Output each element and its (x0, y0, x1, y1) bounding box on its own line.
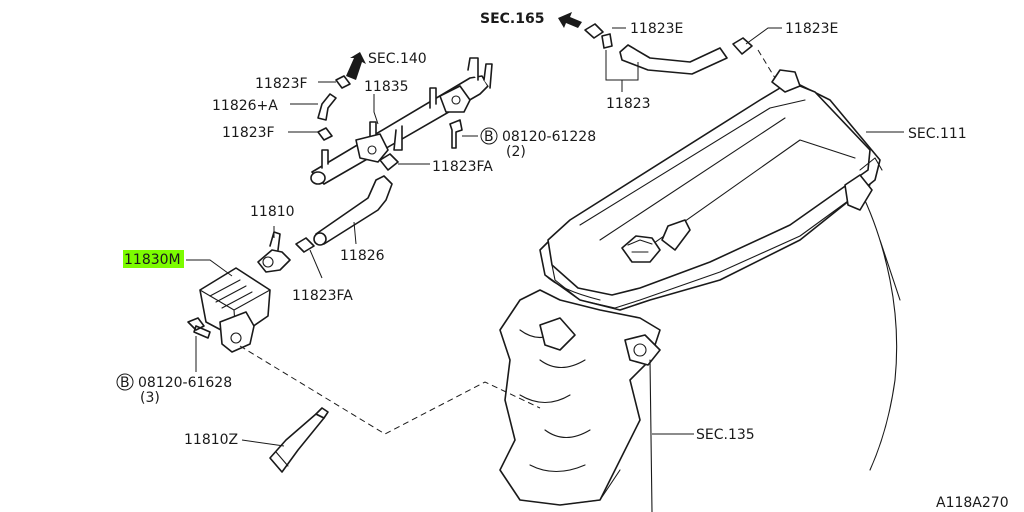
label-bolt1-number[interactable]: 08120-61228 (502, 129, 596, 145)
pcv-group (187, 231, 315, 353)
label-11823[interactable]: 11823 (606, 96, 651, 112)
rocker-cover-flange (544, 274, 651, 311)
clamp-11823F-b (317, 127, 333, 141)
label-sec165[interactable]: SEC.165 (480, 11, 544, 27)
engine-rear-outline (859, 189, 901, 471)
sealant-group (269, 407, 329, 473)
label-bolt1-b: B (484, 129, 494, 145)
block-ribs (519, 329, 591, 473)
label-bolt2-qty: (3) (140, 390, 160, 406)
pipe-stub-1 (467, 57, 479, 81)
leader-11823E-b (745, 27, 782, 45)
rocker-cover-ridge (579, 99, 856, 261)
pipe-stub-5 (393, 125, 403, 151)
leader-11810Z (241, 439, 285, 447)
pipe-bracket-2 (355, 133, 389, 163)
sealant-tube-crimp (269, 451, 289, 473)
sealant-tube-nozzle (315, 407, 329, 419)
label-11823F-a[interactable]: 11823F (255, 76, 308, 92)
hose-11826 (315, 175, 393, 245)
block-rear-line (649, 359, 653, 512)
label-bolt2-number[interactable]: 08120-61628 (138, 375, 232, 391)
bracket-hole-1 (451, 95, 461, 105)
hose-11823-leader (605, 50, 639, 92)
dash-hose-to-head (757, 49, 776, 79)
label-11826A[interactable]: 11826+A (212, 98, 278, 114)
breather-hose-group (558, 12, 776, 92)
label-sec140[interactable]: SEC.140 (368, 51, 427, 67)
leader-11830M (186, 259, 233, 277)
arrow-sec140 (346, 52, 366, 80)
block-lower-edge (559, 469, 621, 506)
leader-11835 (373, 94, 379, 125)
block-bolt-hole (633, 343, 647, 357)
labels: SEC.165 11823E 11823E 11823 SEC.140 1182… (116, 11, 1009, 511)
plug-tube (661, 219, 691, 251)
hose-fitting (601, 33, 613, 49)
pipe-stub-3 (429, 87, 437, 109)
label-11823E-b[interactable]: 11823E (785, 21, 838, 37)
hose-11826-end (313, 232, 327, 246)
arrow-sec165 (558, 12, 582, 28)
clamp-11823E-a (584, 23, 604, 39)
oil-cap-top (627, 239, 653, 253)
hose-11826A (317, 93, 337, 121)
pipe-stub-6 (321, 149, 329, 169)
clamp-11823FA-b (295, 237, 315, 253)
label-sec135[interactable]: SEC.135 (696, 427, 755, 443)
leader-lines (186, 27, 904, 447)
bolt2-b-circle (116, 373, 134, 391)
label-11810[interactable]: 11810 (250, 204, 295, 220)
rocker-cover-side (551, 184, 871, 309)
label-bolt1-qty: (2) (506, 144, 526, 160)
hose-11823 (619, 44, 728, 75)
engine-assembly (499, 69, 901, 512)
clamp-11823FA-a (379, 153, 399, 171)
sealant-tube-11810Z (269, 413, 325, 473)
head-rear-bracket-2 (859, 157, 883, 171)
separator-ribs (209, 279, 253, 309)
label-11823FA-a[interactable]: 11823FA (432, 159, 493, 175)
pcv-valve-nipple (269, 231, 281, 251)
pipe-bracket-1 (439, 85, 471, 113)
bolt-08120-61228 (449, 119, 463, 149)
bracket-hole-2 (367, 145, 377, 155)
bolt1-b-circle (480, 127, 498, 145)
pcv-valve-body (262, 256, 274, 268)
pipe-stub-2 (483, 63, 493, 89)
label-11835[interactable]: 11835 (364, 79, 409, 95)
cylinder-block (499, 289, 661, 506)
bolt-08120-61628 (187, 317, 211, 339)
pipe-group (310, 52, 493, 246)
label-11810Z[interactable]: 11810Z (184, 432, 238, 448)
leader-11823FA-b (309, 249, 323, 279)
clamp-11823E-b (732, 37, 753, 55)
block-boss-2 (624, 334, 661, 366)
oil-separator-11830M (199, 267, 271, 339)
leader-11826 (353, 221, 357, 245)
label-sec111[interactable]: SEC.111 (908, 126, 967, 142)
separator-flange (219, 311, 255, 353)
dash-separator-to-block (239, 345, 541, 435)
label-11823F-b[interactable]: 11823F (222, 125, 275, 141)
label-11826[interactable]: 11826 (340, 248, 385, 264)
clamp-11823F-a (335, 75, 351, 89)
flange-hole (230, 332, 242, 344)
block-boss-1 (539, 317, 576, 351)
oil-filler-cap (621, 235, 661, 263)
head-hose-outlet (771, 69, 801, 93)
head-rear-bracket (844, 174, 873, 211)
label-11823FA-b[interactable]: 11823FA (292, 288, 353, 304)
label-11823E-a[interactable]: 11823E (630, 21, 683, 37)
drawing-id: A118A270 (936, 495, 1009, 511)
label-bolt2-b: B (120, 375, 130, 391)
pipe-end (310, 171, 326, 185)
label-11830M[interactable]: 11830M (124, 252, 181, 268)
rocker-cover (547, 81, 871, 296)
part-highlight (123, 250, 184, 268)
